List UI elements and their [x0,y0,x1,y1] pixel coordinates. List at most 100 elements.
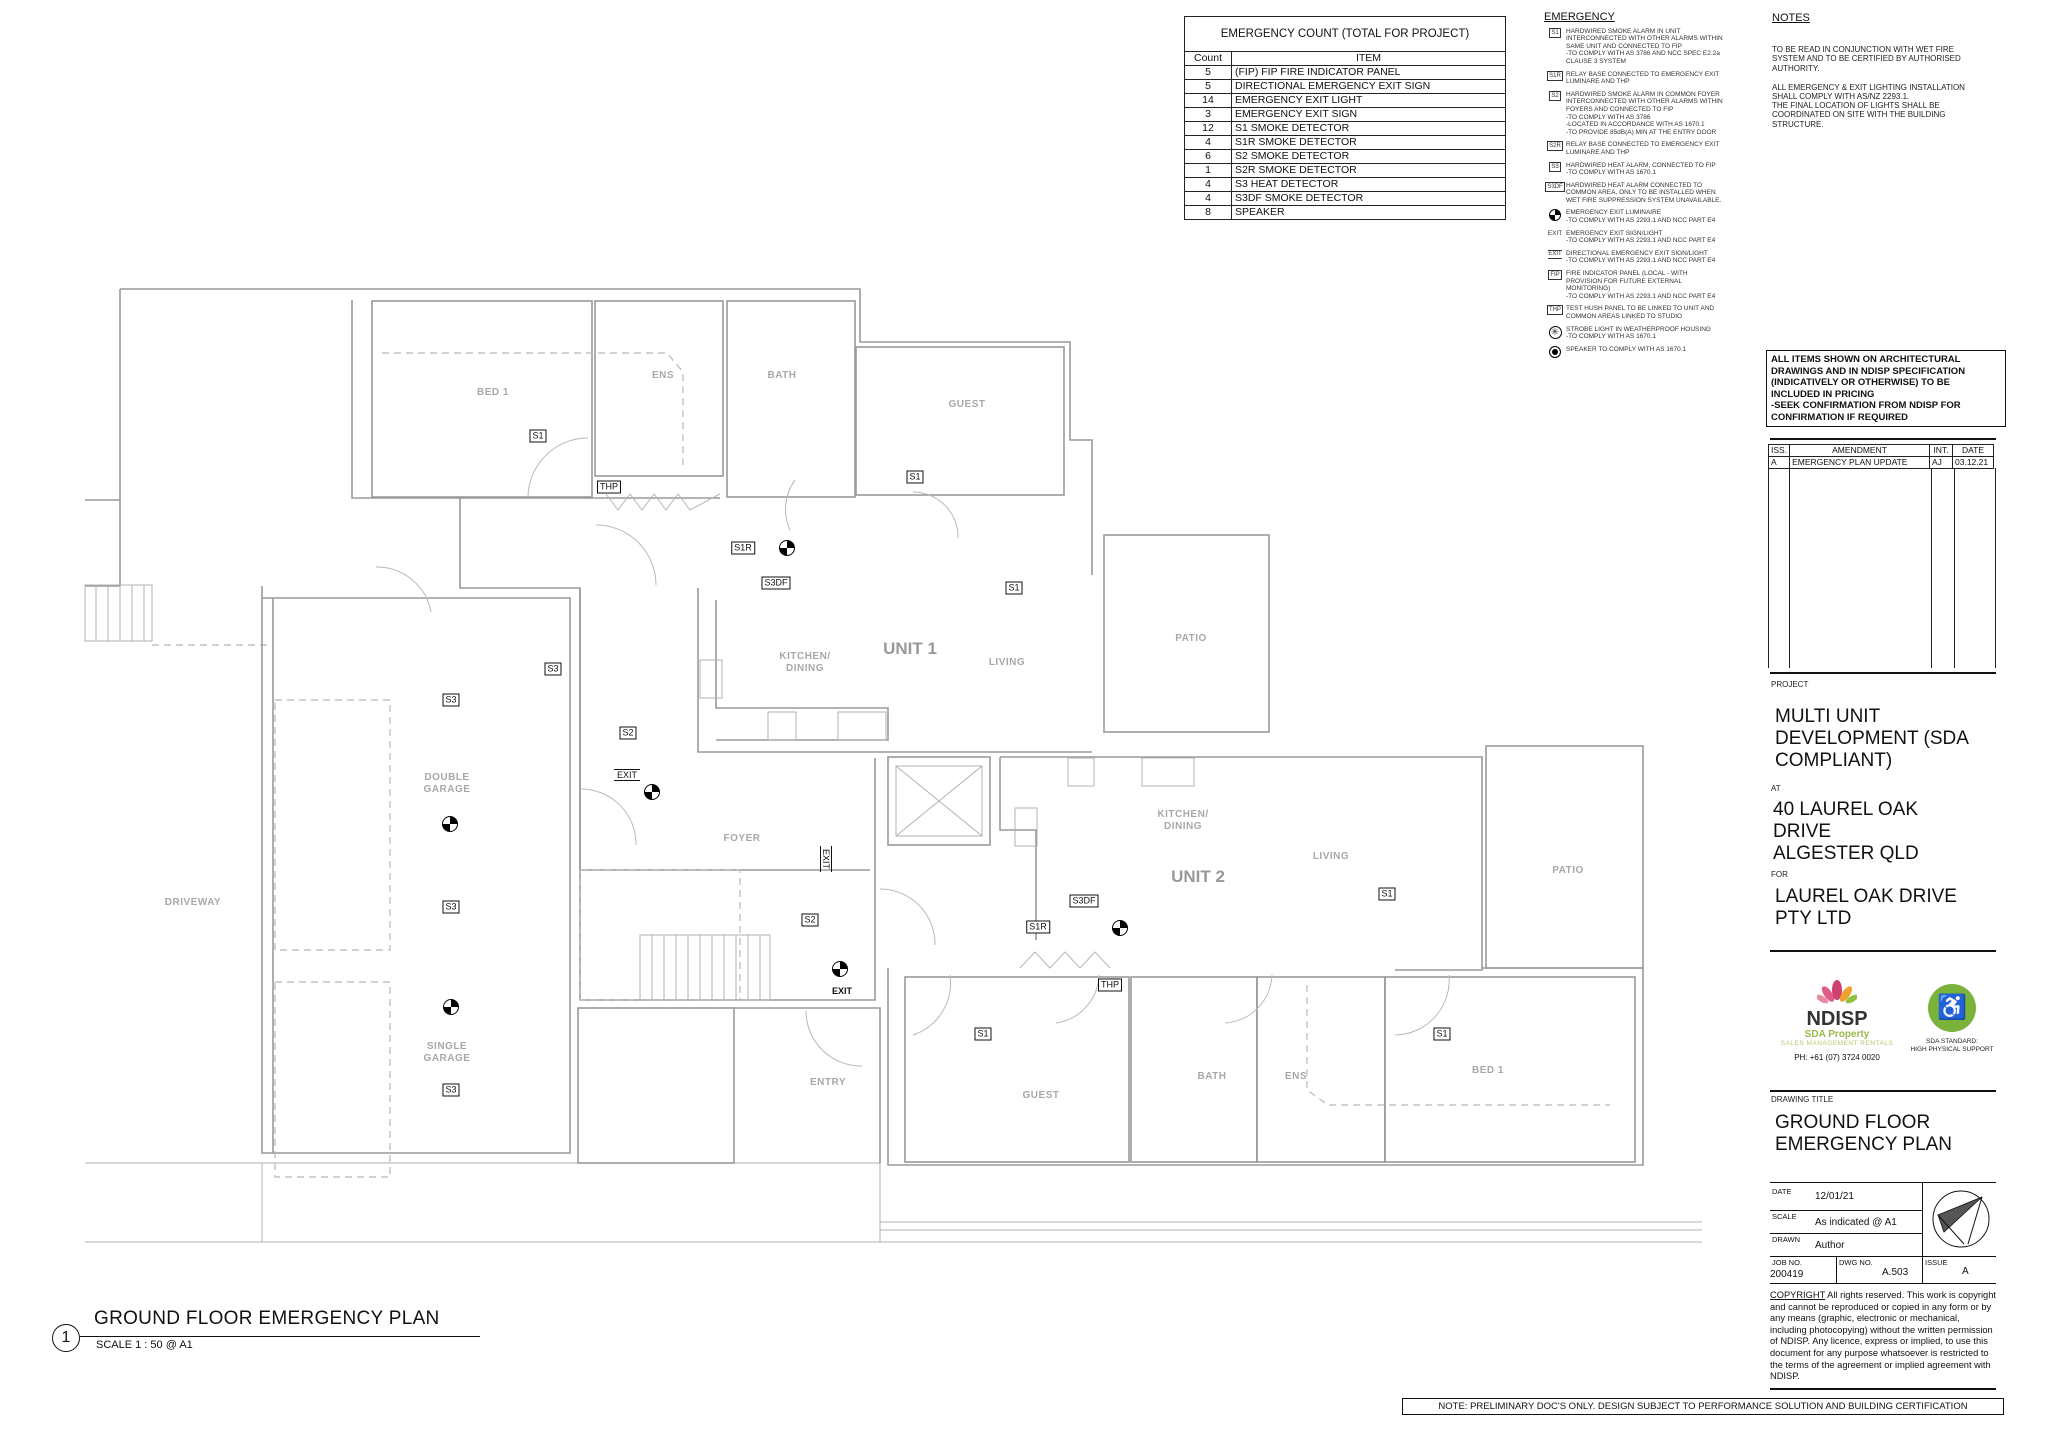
room-label: DRIVEWAY [164,897,222,908]
item-name: S3DF SMOKE DETECTOR [1231,191,1506,206]
emergency-luminaire-icon [442,816,458,832]
detector-s1-icon: S1 [974,1027,992,1041]
divider [1770,672,1996,674]
date-label: DATE [1772,1187,1792,1196]
detector-thp-icon: THP [1098,978,1122,992]
item-count: 4 [1184,177,1232,192]
item-name: DIRECTIONAL EMERGENCY EXIT SIGN [1231,79,1506,94]
item-name: S2R SMOKE DETECTOR [1231,163,1506,178]
emergency-count-title: EMERGENCY COUNT (TOTAL FOR PROJECT) [1184,16,1506,52]
detector-s1r-icon: S1R [731,541,755,555]
at-label: AT [1771,784,1781,793]
room-label: GUEST [1022,1090,1060,1101]
ndisp-logo: NDISP SDA Property SALES MANAGEMENT RENT… [1772,980,1902,1062]
column-header-amendment: AMENDMENT [1789,444,1930,457]
room-label: BED 1 [477,387,509,398]
lotus-icon [1815,980,1859,1004]
legend-item: SPEAKER TO COMPLY WITH AS 1670.1 [1544,345,1734,358]
room-label: ENTRY [809,1077,847,1088]
date-value: 12/01/21 [1815,1191,1854,1202]
exit-sign-icon: EXIT [831,986,853,996]
unit-label: UNIT 2 [1171,867,1225,886]
copyright-heading: COPYRIGHT [1770,1290,1826,1300]
for-label: FOR [1771,870,1788,879]
room-label: BATH [1197,1071,1227,1082]
legend-description: DIRECTIONAL EMERGENCY EXIT SIGN/LIGHT -T… [1566,249,1716,265]
job-value: 200419 [1770,1269,1804,1280]
project-client: LAUREL OAK DRIVE PTY LTD [1775,886,1957,929]
divider [1770,438,1996,440]
divider [1770,1388,1996,1390]
copyright-text: All rights reserved. This work is copyri… [1770,1290,1996,1382]
project-address: 40 LAUREL OAK DRIVE ALGESTER QLD [1773,799,1919,864]
drawing-title: GROUND FLOOR EMERGENCY PLAN [1775,1112,1953,1155]
drawing-meta: DATE 12/01/21 SCALE As indicated @ A1 DR… [1770,1182,1996,1284]
phone-number: PH: +61 (07) 3724 0020 [1794,1053,1880,1062]
directional-exit-icon: EXIT [1548,249,1562,260]
pricing-note: ALL ITEMS SHOWN ON ARCHITECTURAL DRAWING… [1766,350,2006,427]
amend-issue: A [1767,456,1791,469]
unit-label: UNIT 1 [883,639,937,658]
divider [1770,1090,1996,1092]
amendments-table: ISS. AMENDMENT INT. DATE A EMERGENCY PLA… [1767,444,1994,469]
legend-item: EMERGENCY EXIT LUMINAIRE -TO COMPLY WITH… [1544,209,1734,224]
table-row: 5(FIP) FIP FIRE INDICATOR PANEL [1184,65,1506,80]
item-count: 14 [1184,93,1232,108]
room-label: PATIO [1552,865,1584,876]
preliminary-note: NOTE: PRELIMINARY DOC'S ONLY. DESIGN SUB… [1402,1398,2004,1415]
detector-s3df-icon: S3DF [1069,894,1099,908]
item-name: S3 HEAT DETECTOR [1231,177,1506,192]
legend-description: FIRE INDICATOR PANEL (LOCAL - WITH PROVI… [1566,270,1716,300]
legend-description: RELAY BASE CONNECTED TO EMERGENCY EXIT L… [1566,70,1720,86]
dwg-value: A.503 [1882,1267,1909,1278]
detector-symbol-icon: FIP [1548,270,1562,281]
detector-thp-icon: THP [597,480,621,494]
item-name: EMERGENCY EXIT LIGHT [1231,93,1506,108]
item-name: SPEAKER [1231,205,1506,220]
amend-text: EMERGENCY PLAN UPDATE [1789,456,1930,469]
note-paragraph: ALL EMERGENCY & EXIT LIGHTING INSTALLATI… [1772,82,1965,129]
detector-symbol-icon: S3DF [1545,181,1565,192]
detector-s3-icon: S3 [544,662,562,676]
item-count: 6 [1184,149,1232,164]
detector-symbol-icon: S2 [1549,90,1561,101]
detector-symbol-icon: THP [1547,305,1563,316]
project-name: MULTI UNIT DEVELOPMENT (SDA COMPLIANT) [1775,706,1969,771]
view-title-underline [80,1336,480,1337]
table-row: A EMERGENCY PLAN UPDATE AJ 03.12.21 [1767,456,1994,469]
detector-s3-icon: S3 [442,1083,460,1097]
detector-s1-icon: S1 [1433,1027,1451,1041]
dwg-label: DWG NO. [1839,1258,1873,1267]
emergency-luminaire-icon [1112,920,1128,936]
detector-symbol-icon: S1 [1549,27,1561,38]
wheelchair-support-icon: ♿ [1928,984,1976,1032]
emergency-luminaire-icon [644,784,660,800]
copyright-notice: COPYRIGHT All rights reserved. This work… [1770,1290,1998,1383]
detector-s1r-icon: S1R [1026,920,1050,934]
room-label: LIVING [988,657,1026,668]
scale-label: SCALE [1772,1212,1797,1221]
room-label: KITCHEN/ DINING [779,651,831,674]
item-name: S1R SMOKE DETECTOR [1231,135,1506,150]
room-label: ENS [1284,1071,1308,1082]
item-name: S1 SMOKE DETECTOR [1231,121,1506,136]
emergency-luminaire-icon [443,999,459,1015]
scale-value: As indicated @ A1 [1815,1217,1897,1228]
detector-symbol-icon: S1R [1547,70,1563,81]
issue-label: ISSUE [1925,1258,1948,1267]
job-label: JOB NO. [1772,1258,1803,1267]
legend-title: EMERGENCY [1544,11,1615,23]
legend-item: FIP FIRE INDICATOR PANEL (LOCAL - WITH PR… [1544,270,1734,300]
item-name: S2 SMOKE DETECTOR [1231,149,1506,164]
divider [1770,950,1996,952]
